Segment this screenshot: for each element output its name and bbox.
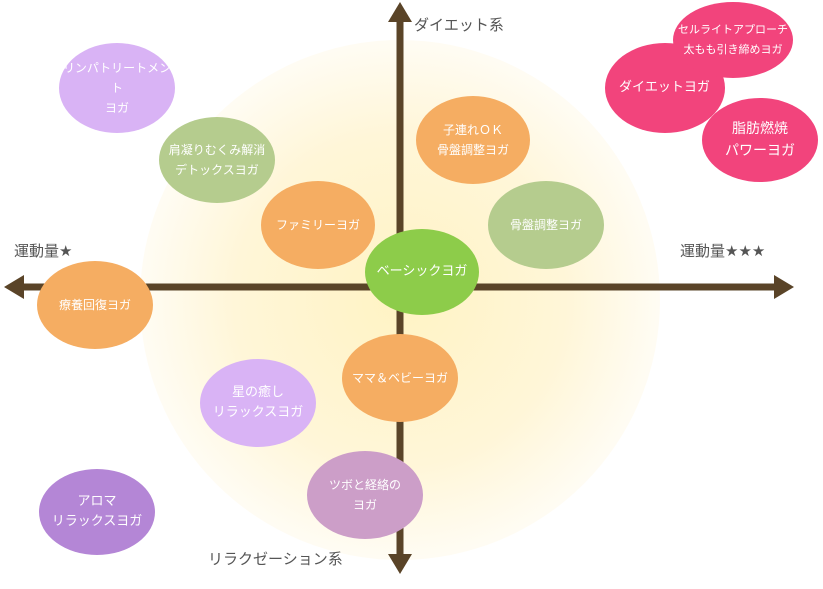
- axis-label-bottom: リラクゼーション系: [208, 550, 343, 568]
- bubble-kids-pelvis-yoga[interactable]: 子連れＯＫ 骨盤調整ヨガ: [416, 96, 530, 184]
- bubble-text: ヨガ: [352, 498, 377, 512]
- bubble-text: ベーシックヨガ: [376, 264, 468, 279]
- bubble-text: 骨盤調整ヨガ: [436, 143, 509, 157]
- bubble-text: リンパトリートメント: [62, 61, 172, 95]
- bubble-recovery-yoga[interactable]: 療養回復ヨガ: [37, 261, 153, 349]
- axis-label-left: 運動量★: [14, 242, 73, 260]
- arrow-left-icon: [4, 275, 24, 299]
- bubble-aroma-relax-yoga[interactable]: アロマリラックスヨガ: [39, 469, 155, 555]
- bubble-basic-yoga[interactable]: ベーシックヨガ: [365, 229, 479, 315]
- bubble-text: 療養回復ヨガ: [58, 298, 131, 312]
- bubble-pelvis-yoga[interactable]: 骨盤調整ヨガ: [488, 181, 604, 269]
- bubble-text: ファミリーヨガ: [275, 218, 360, 232]
- bubble-text: 肩凝りむくみ解消: [168, 143, 266, 157]
- axis-label-right: 運動量★★★: [680, 242, 766, 260]
- bubble-cellulite-yoga[interactable]: セルライトアプローチ太もも引き締めヨガ: [673, 2, 793, 78]
- axis-label-top: ダイエット系: [414, 16, 504, 34]
- bubble-star-relax-yoga[interactable]: 星の癒しリラックスヨガ: [200, 359, 316, 447]
- bubble-text: 骨盤調整ヨガ: [509, 218, 582, 232]
- bubble-text: ヨガ: [104, 101, 129, 115]
- bubble-text: 子連れＯＫ: [442, 123, 503, 137]
- bubble-text: ママ＆ベビーヨガ: [351, 371, 448, 385]
- arrow-down-icon: [388, 554, 412, 574]
- bubble-mama-baby-yoga[interactable]: ママ＆ベビーヨガ: [342, 334, 458, 422]
- bubble-text: ダイエットヨガ: [619, 80, 710, 95]
- bubble-text: リラックスヨガ: [212, 405, 304, 420]
- bubble-family-yoga[interactable]: ファミリーヨガ: [261, 181, 375, 269]
- bubble-text: アロマ: [77, 494, 117, 509]
- bubble-lymph-yoga[interactable]: リンパトリートメントヨガ: [59, 43, 175, 133]
- bubble-acupoint-yoga[interactable]: ツボと経絡のヨガ: [307, 451, 423, 539]
- bubble-text: パワーヨガ: [725, 143, 795, 159]
- bubble-text: 太もも引き締めヨガ: [683, 43, 783, 56]
- bubble-text: ツボと経絡の: [328, 478, 401, 492]
- bubble-text: 脂肪燃焼: [732, 121, 788, 137]
- bubble-text: セルライトアプローチ: [678, 23, 788, 36]
- bubble-text: 星の癒し: [231, 385, 284, 400]
- arrow-right-icon: [774, 275, 794, 299]
- bubble-text: リラックスヨガ: [51, 514, 143, 529]
- bubble-detox-yoga[interactable]: 肩凝りむくみ解消デトックスヨガ: [159, 117, 275, 203]
- bubble-power-yoga[interactable]: 脂肪燃焼パワーヨガ: [702, 98, 818, 182]
- bubble-text: デトックスヨガ: [175, 163, 259, 177]
- arrow-up-icon: [388, 2, 412, 22]
